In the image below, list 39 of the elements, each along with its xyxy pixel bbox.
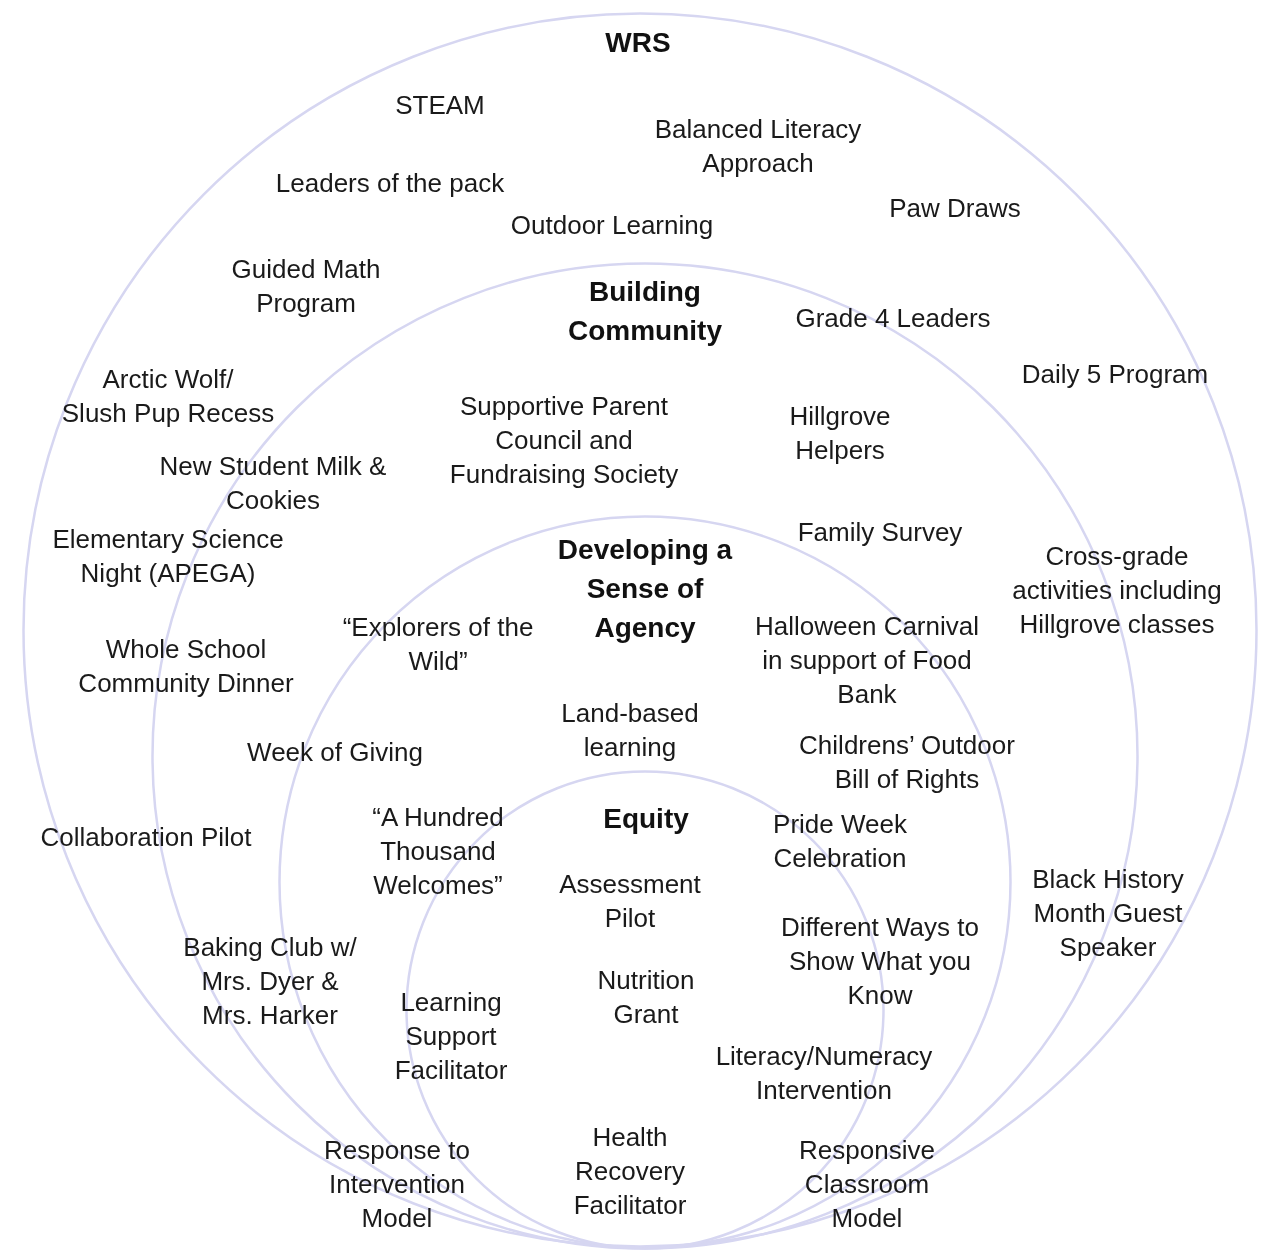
initiative-label: Outdoor Learning: [510, 209, 714, 242]
ring-heading: Developing a Sense of Agency: [557, 532, 733, 645]
initiative-label: Week of Giving: [247, 736, 423, 769]
initiative-label: Cross-grade activities including Hillgrove classes: [1012, 540, 1222, 641]
initiative-label: Guided Math Program: [231, 253, 381, 320]
initiative-label: Daily 5 Program: [1021, 358, 1209, 391]
ring-circle: [22, 12, 1258, 1248]
initiative-label: Childrens’ Outdoor Bill of Rights: [799, 729, 1015, 796]
initiative-label: Black History Month Guest Speaker: [1032, 863, 1184, 964]
initiative-label: Grade 4 Leaders: [795, 302, 991, 335]
initiative-label: Response to Intervention Model: [324, 1134, 470, 1235]
ring-heading: Building Community: [568, 275, 722, 348]
initiative-label: Land-based learning: [561, 697, 699, 764]
initiative-label: Arctic Wolf/ Slush Pup Recess: [61, 363, 275, 430]
initiative-label: Assessment Pilot: [559, 868, 701, 935]
initiative-label: Literacy/Numeracy Intervention: [715, 1040, 933, 1107]
initiative-label: Leaders of the pack: [275, 167, 505, 200]
initiative-label: Balanced Literacy Approach: [654, 113, 862, 180]
initiative-label: STEAM: [395, 89, 485, 122]
initiative-label: Elementary Science Night (APEGA): [52, 523, 284, 590]
initiative-label: Collaboration Pilot: [40, 821, 252, 854]
initiative-label: “A Hundred Thousand Welcomes”: [372, 801, 504, 902]
ring-heading: Equity: [603, 801, 689, 836]
initiative-label: “Explorers of the Wild”: [342, 611, 534, 678]
initiative-label: New Student Milk & Cookies: [159, 450, 387, 517]
initiative-label: Health Recovery Facilitator: [573, 1121, 687, 1222]
initiative-label: Halloween Carnival in support of Food Bank: [755, 610, 979, 711]
initiative-label: Family Survey: [797, 516, 963, 549]
ring-heading: WRS: [605, 25, 671, 60]
initiative-label: Different Ways to Show What you Know: [781, 911, 979, 1012]
initiative-label: Hillgrove Helpers: [789, 400, 891, 467]
initiative-label: Learning Support Facilitator: [394, 986, 508, 1087]
initiative-label: Baking Club w/ Mrs. Dyer & Mrs. Harker: [183, 931, 357, 1032]
initiative-label: Responsive Classroom Model: [799, 1134, 935, 1235]
initiative-label: Supportive Parent Council and Fundraising Society: [449, 390, 679, 491]
initiative-label: Nutrition Grant: [597, 964, 695, 1031]
initiative-label: Pride Week Celebration: [773, 808, 907, 875]
initiative-label: Whole School Community Dinner: [78, 633, 294, 700]
initiative-label: Paw Draws: [889, 192, 1021, 225]
